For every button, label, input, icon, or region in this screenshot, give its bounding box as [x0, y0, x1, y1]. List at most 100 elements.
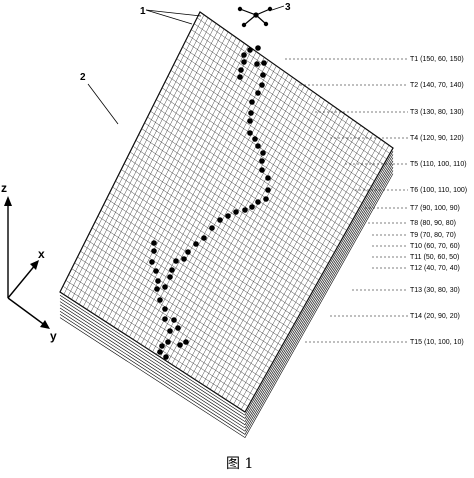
grid-line — [80, 250, 267, 374]
ref-3-leader — [271, 5, 285, 11]
grid-line — [77, 256, 264, 380]
path-dot — [249, 99, 255, 105]
path-dot — [183, 339, 189, 345]
path-dot — [149, 259, 155, 265]
path-dot — [259, 167, 265, 173]
layer-edge — [59, 163, 394, 429]
path-dot — [233, 209, 239, 215]
ref-1-leader-b — [145, 9, 202, 17]
path-dot — [247, 130, 253, 136]
layer-label: T3 (130, 80, 130) — [410, 109, 464, 116]
layer-label: T10 (60, 70, 60) — [410, 243, 460, 250]
layer-label: T6 (100, 110, 100) — [410, 187, 467, 194]
path-dot — [177, 342, 183, 348]
path-dot — [165, 339, 171, 345]
layer-label: T5 (110, 100, 110) — [410, 161, 467, 168]
path-dot — [201, 235, 207, 241]
path-dot — [171, 317, 177, 323]
grid-line — [71, 268, 258, 391]
layer-edge — [59, 160, 394, 426]
layer-edge — [59, 170, 394, 435]
path-dot — [162, 284, 168, 290]
path-dot — [162, 306, 168, 312]
grid-line — [217, 128, 366, 395]
path-dot — [153, 268, 159, 274]
figure-caption: 图 1 — [226, 456, 253, 472]
path-dot — [247, 47, 253, 53]
grid-line — [62, 285, 249, 407]
layer-stack-edges — [59, 151, 394, 439]
path-dot — [265, 187, 271, 193]
x-axis-label: x — [38, 247, 45, 261]
path-dot — [255, 143, 261, 149]
path-dot — [157, 297, 163, 303]
layer-leader-lines — [285, 58, 408, 343]
path-dot — [259, 158, 265, 164]
grid-line — [68, 274, 255, 396]
y-axis-label: y — [50, 329, 57, 343]
axes-triad — [4, 196, 50, 329]
path-dot — [167, 274, 173, 280]
path-dot — [261, 60, 267, 66]
grid-line — [221, 130, 370, 398]
path-dot — [167, 328, 173, 334]
layer-label: T11 (50, 60, 50) — [410, 254, 459, 261]
ref-2-leader — [87, 83, 119, 125]
layer-label: T2 (140, 70, 140) — [410, 82, 464, 89]
grid-line — [233, 139, 382, 405]
path-dot — [265, 175, 271, 181]
grid-line — [83, 245, 270, 369]
layer-edge — [59, 151, 394, 416]
path-dot — [217, 217, 223, 223]
x-axis-arrowhead — [30, 260, 39, 270]
path-dot — [159, 343, 165, 349]
path-dot — [175, 325, 181, 331]
path-dot — [259, 82, 265, 88]
layer-label: T7 (90, 100, 90) — [410, 205, 460, 212]
path-dot — [154, 286, 160, 292]
path-dot — [249, 204, 255, 210]
path-dot — [252, 136, 258, 142]
path-dot — [237, 74, 243, 80]
grid-line — [237, 142, 386, 408]
layer-edge — [59, 167, 394, 432]
path-dot — [162, 316, 168, 322]
path-dot — [241, 59, 247, 65]
path-dot — [151, 248, 157, 254]
path-dot — [242, 207, 248, 213]
layer-label: T14 (20, 90, 20) — [410, 313, 460, 320]
grid-line — [65, 280, 252, 402]
layer-label: T8 (80, 90, 80) — [410, 220, 456, 227]
ref-numeral-1: 1 — [140, 6, 146, 17]
path-dot — [169, 267, 175, 273]
grid-line — [240, 145, 390, 410]
grid-line — [225, 133, 374, 400]
grid-line — [74, 262, 261, 385]
path-dot — [241, 52, 247, 58]
path-dot — [255, 199, 261, 205]
path-dot — [225, 213, 231, 219]
layer-edge — [59, 173, 394, 439]
layer-label: T13 (30, 80, 30) — [410, 287, 460, 294]
molecule-icon — [237, 6, 273, 28]
path-dot — [209, 225, 215, 231]
path-dot — [173, 258, 179, 264]
y-axis-arrowhead — [40, 320, 50, 329]
path-dot — [151, 240, 157, 246]
grid-line — [229, 136, 378, 403]
path-dot — [247, 118, 253, 124]
path-dots — [149, 45, 271, 360]
path-dot — [193, 241, 199, 247]
ref-numeral-3: 3 — [285, 2, 291, 13]
x-axis-line — [7, 263, 37, 299]
path-dot — [185, 249, 191, 255]
layer-label: T12 (40, 70, 40) — [410, 265, 460, 272]
path-dot — [238, 67, 244, 73]
path-dot — [260, 72, 266, 78]
path-dot — [163, 354, 169, 360]
path-dot — [157, 349, 163, 355]
path-dot — [255, 45, 261, 51]
path-dot — [260, 150, 266, 156]
path-dot — [181, 256, 187, 262]
